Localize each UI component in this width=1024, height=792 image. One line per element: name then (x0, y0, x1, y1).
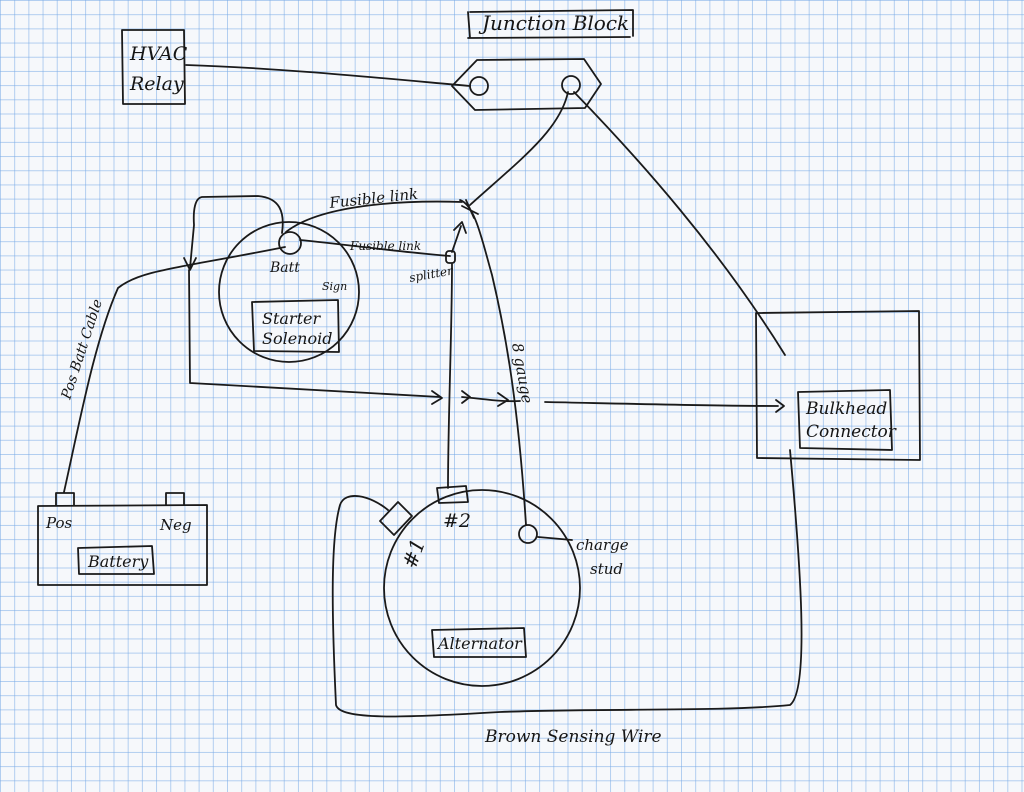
wire-starter-loop (189, 195, 284, 269)
starter-label-box (251, 299, 340, 353)
gauge-label: 8 gauge (508, 342, 536, 405)
neg-label: Neg (159, 516, 192, 534)
feed-arrow-3 (497, 392, 509, 407)
wire-to-bulkhead (544, 401, 779, 407)
alternator-label-box (431, 627, 527, 658)
alternator-label: Alternator (436, 634, 523, 653)
brown-sensing-wire-label: Brown Sensing Wire (484, 727, 662, 747)
wire-junction-to-bulkhead (573, 91, 786, 356)
wire-junction-to-fusible-node (469, 91, 569, 206)
hvac-relay-box (121, 29, 186, 105)
batt-label: Batt (269, 260, 300, 276)
wire-splitter-up (451, 225, 462, 253)
battery-label: Battery (87, 552, 149, 571)
battery-label-box (77, 545, 155, 575)
wire-horizontal-feed (188, 269, 441, 398)
charge-label-line2: stud (590, 560, 623, 578)
alternator-stud-2 (436, 485, 469, 504)
bulkhead-connector: Bulkhead Connector (755, 310, 921, 461)
hvac-relay: HVAC Relay (121, 29, 188, 105)
alternator-body (383, 489, 581, 687)
wire-8-gauge (459, 199, 527, 526)
battery-neg-post (165, 492, 185, 506)
starter-label-line1: Starter (262, 309, 321, 328)
batt-terminal (278, 231, 302, 255)
sign-label: Sign (322, 280, 347, 293)
feed-arrow-2 (461, 390, 471, 404)
starter-label-line2: Solenoid (262, 329, 332, 348)
wire-splitter-to-stud2 (447, 263, 453, 489)
wire-feed-continue (461, 396, 521, 403)
wire-pos-batt-cable (63, 246, 286, 493)
wires (63, 64, 803, 718)
starter-solenoid-body (218, 221, 360, 363)
battery-body (37, 504, 208, 586)
junction-stud-right (561, 75, 581, 95)
hvac-relay-label-line2: Relay (129, 73, 184, 95)
loop-arrow (183, 257, 197, 271)
wire-brown-sensing (331, 449, 803, 718)
stud-2-label: #2 (443, 510, 471, 532)
wire-fusible-link-mid (299, 239, 451, 257)
battery: Pos Neg Battery (37, 492, 208, 586)
fusible-link-top-label: Fusible link (328, 185, 419, 212)
charge-stud-leader (537, 536, 573, 541)
splitter-label: splitter (408, 263, 455, 285)
junction-block-body (451, 58, 602, 111)
bulkhead-label-box (797, 389, 893, 451)
alternator-stud-1 (379, 501, 413, 536)
junction-block: Junction Block (451, 9, 634, 111)
bulkhead-label-line1: Bulkhead (805, 399, 887, 419)
charge-stud (518, 524, 538, 544)
splitter-arrow (453, 221, 467, 234)
pos-label: Pos (45, 514, 73, 532)
splitter (445, 250, 456, 264)
alternator: #1 #2 charge stud Alternator (379, 485, 629, 687)
battery-pos-post (55, 492, 75, 506)
fusible-link-mid-label: Fusible link (349, 239, 421, 253)
stud-1-label: #1 (397, 535, 430, 571)
junction-block-label: Junction Block (478, 11, 629, 35)
bulkhead-outer-box (755, 310, 921, 461)
junction-stud-left (469, 76, 489, 96)
charge-label-line1: charge (576, 536, 629, 554)
starter-solenoid: Batt Sign Starter Solenoid (218, 221, 360, 363)
hvac-relay-label-line1: HVAC (129, 43, 188, 65)
pos-batt-cable-label: Pos Batt Cable (58, 297, 106, 402)
feed-arrow-1 (431, 390, 443, 405)
junction-block-title-box (467, 9, 634, 39)
wire-hvac-to-junction (185, 64, 471, 87)
bulkhead-label-line2: Connector (806, 422, 897, 442)
wire-fusible-link-top (285, 200, 463, 233)
bulkhead-arrow (775, 399, 785, 413)
